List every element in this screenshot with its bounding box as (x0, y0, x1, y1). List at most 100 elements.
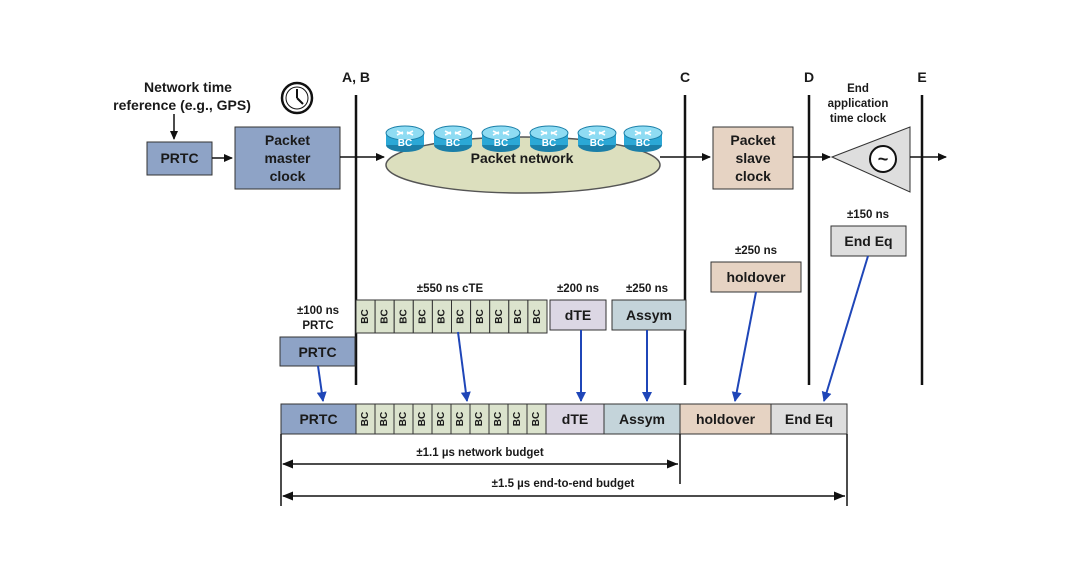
router-icons: BC BC BC BC BC BC (385, 125, 663, 153)
router-label: BC (398, 138, 412, 149)
router-icon: BC (433, 125, 473, 153)
bottom-holdover-label: holdover (696, 411, 756, 427)
bottom-bc-cell: BC (488, 403, 509, 435)
cte-pointer-arrow (457, 331, 471, 402)
endeq-note: ±150 ns (847, 209, 889, 221)
reference-label-line2: reference (e.g., GPS) (113, 97, 251, 113)
middle-endeq-label: End Eq (844, 233, 892, 249)
bc-label: BC (456, 309, 467, 323)
bottom-bc-cell: BC (450, 403, 471, 435)
packet-master-clock-box (234, 126, 341, 190)
middle-endeq-box (830, 225, 907, 257)
middle-assym-label: Assym (626, 307, 672, 323)
middle-bc-cell: BC (412, 299, 433, 334)
middle-holdover-label: holdover (726, 269, 786, 285)
bottom-bc-cell: BC (393, 403, 414, 435)
reference-label-line1: Network time (144, 79, 232, 95)
bc-label: BC (512, 412, 523, 426)
bc-label: BC (494, 309, 505, 323)
e2e-budget-label: ±1.5 µs end-to-end budget (492, 478, 635, 490)
bottom-endeq-label: End Eq (785, 411, 833, 427)
bottom-dte-label: dTE (562, 411, 588, 427)
reference-points: A, B C D E (342, 69, 927, 385)
bottom-holdover-box (679, 403, 772, 435)
middle-bc-cell: BC (393, 299, 414, 334)
bc-label: BC (436, 412, 447, 426)
end-app-label-line2: application (828, 98, 889, 110)
middle-cells: BC BC BC BC BC BC BC BC BC BC (355, 299, 548, 334)
marker-e: E (917, 69, 926, 85)
router-icon: BC (529, 125, 569, 153)
pointer-arrows (316, 255, 869, 402)
prtc-note-line1: ±100 ns (297, 305, 339, 317)
bottom-prtc-label: PRTC (299, 411, 337, 427)
oscillator-icon (869, 145, 897, 173)
end-app-label-line3: time clock (830, 113, 887, 125)
middle-bc-cell: BC (355, 299, 376, 334)
bc-label: BC (532, 309, 543, 323)
bc-label: BC (417, 309, 428, 323)
middle-bc-cell: BC (451, 299, 472, 334)
router-label: BC (494, 138, 508, 149)
holdover-pointer-arrow (731, 291, 757, 402)
router-label: BC (542, 138, 556, 149)
network-budget-label: ±1.1 µs network budget (416, 447, 543, 459)
top-prtc-label: PRTC (160, 150, 198, 166)
bottom-bc-cell: BC (507, 403, 528, 435)
bottom-endeq-box (770, 403, 848, 435)
bottom-bc-cell: BC (355, 403, 376, 435)
bc-label: BC (360, 309, 371, 323)
bc-label: BC (474, 412, 485, 426)
bc-label: BC (437, 309, 448, 323)
middle-bc-cell: BC (489, 299, 510, 334)
dte-note: ±200 ns (557, 283, 599, 295)
bc-label: BC (379, 412, 390, 426)
bottom-assym-box (603, 403, 681, 435)
bottom-assym-label: Assym (619, 411, 665, 427)
bottom-prtc-box (280, 403, 357, 435)
router-label: BC (636, 138, 650, 149)
end-app-label-line1: End (847, 83, 869, 95)
packet-slave-clock-box (712, 126, 794, 190)
router-icon: BC (385, 125, 425, 153)
endeq-pointer-arrow (821, 255, 869, 402)
budget-spans: ±1.1 µs network budget ±1.5 µs end-to-en… (280, 434, 848, 506)
holdover-note: ±250 ns (735, 245, 777, 257)
bc-label: BC (417, 412, 428, 426)
clock-icon (280, 81, 314, 115)
middle-bc-cell: BC (374, 299, 395, 334)
bottom-bc-cell: BC (374, 403, 395, 435)
bc-label: BC (379, 309, 390, 323)
middle-bc-cell: BC (508, 299, 529, 334)
slave-label-line2: slave (735, 150, 770, 166)
prtc-pointer-arrow (316, 365, 327, 402)
bc-label: BC (493, 412, 504, 426)
bc-label: BC (513, 309, 524, 323)
router-icon: BC (577, 125, 617, 153)
bc-label: BC (455, 412, 466, 426)
middle-prtc-box (279, 336, 356, 367)
router-icon: BC (481, 125, 521, 153)
bottom-bc-cell: BC (526, 403, 547, 435)
middle-prtc-label: PRTC (298, 344, 336, 360)
top-prtc-box (146, 141, 213, 176)
router-icon: BC (623, 125, 663, 153)
middle-dte-label: dTE (565, 307, 591, 323)
marker-ab: A, B (342, 69, 370, 85)
middle-bc-cell: BC (470, 299, 491, 334)
bc-label: BC (398, 309, 409, 323)
bottom-bc-cell: BC (412, 403, 433, 435)
middle-assym-box (611, 299, 687, 331)
master-label-line2: master (265, 150, 311, 166)
bottom-bc-cell: BC (469, 403, 490, 435)
slave-label-line3: clock (735, 168, 771, 184)
router-label: BC (590, 138, 604, 149)
middle-bc-cell: BC (431, 299, 452, 334)
marker-d: D (804, 69, 814, 85)
bc-label: BC (360, 412, 371, 426)
bc-label: BC (475, 309, 486, 323)
